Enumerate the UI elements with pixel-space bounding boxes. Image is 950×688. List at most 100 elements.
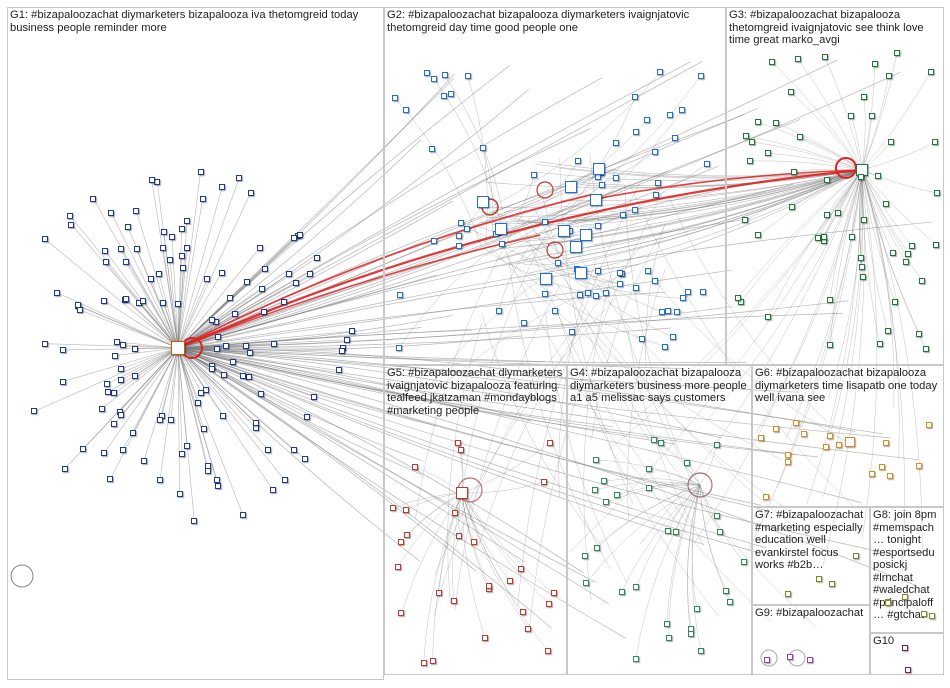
graph-node [545,648,551,654]
graph-node [68,222,74,228]
graph-node [905,667,911,673]
graph-node [230,359,236,365]
graph-node [542,291,548,297]
graph-node [198,169,204,175]
graph-node [652,278,658,284]
graph-node [118,412,124,418]
graph-node [220,413,226,419]
graph-node [670,334,676,340]
graph-node [101,450,107,456]
graph-node [404,532,410,538]
graph-node [291,235,297,241]
graph-node [816,576,822,582]
group-box-g3: G3: #bizapaloozachat bizapalooza thetomg… [726,7,944,365]
graph-node [765,314,771,320]
graph-node [652,149,658,155]
graph-node [664,621,670,627]
graph-node [209,317,215,323]
graph-node [271,341,277,347]
graph-node [632,207,638,213]
graph-node [160,245,166,251]
graph-node [132,346,138,352]
graph-node [209,366,215,372]
graph-node [580,229,592,241]
graph-node [156,271,162,277]
graph-node [824,177,830,183]
graph-node [861,217,867,223]
graph-node [569,329,575,335]
graph-node [270,487,276,493]
graph-node [520,609,526,615]
graph-node [259,286,265,292]
group-box-g6: G6: #bizapaloozachat bizapalooza diymark… [752,365,944,507]
graph-node [297,232,303,238]
graph-node [700,289,706,295]
graph-node [390,505,396,511]
graph-node [919,278,925,284]
graph-node [431,76,437,82]
graph-node [184,245,190,251]
graph-node [886,73,892,79]
graph-node [673,529,679,535]
graph-node [791,169,797,175]
graph-node [304,414,310,420]
graph-node [302,456,308,462]
graph-node [265,447,271,453]
graph-node [879,464,885,470]
graph-node [111,421,117,427]
graph-node [120,342,126,348]
graph-node [179,451,185,457]
graph-node [590,194,602,206]
graph-node [214,346,220,352]
graph-node [195,400,201,406]
graph-node [157,477,163,483]
graph-node [291,447,297,453]
graph-node [617,281,623,287]
graph-node [789,204,795,210]
graph-node [441,93,447,99]
graph-node [177,491,183,497]
graph-node [314,255,320,261]
graph-node [859,264,865,270]
graph-node [672,135,678,141]
graph-node [565,181,577,193]
graph-node [666,635,672,641]
graph-node [735,295,741,301]
graph-node [148,276,154,282]
graph-node [201,426,207,432]
graph-node [132,373,138,379]
graph-node [60,379,66,385]
group-box-g1: G1: #bizapaloozachat diymarketers bizapa… [7,7,384,680]
graph-node [665,528,671,534]
group-box-g9: G9: #bizapaloozachat [752,605,870,675]
graph-node [430,658,436,664]
graph-node [758,435,764,441]
graph-node [807,657,813,663]
graph-node [205,468,211,474]
graph-node [286,271,292,277]
graph-node [54,290,60,296]
graph-node [723,588,729,594]
graph-node [824,212,830,218]
graph-node [215,334,221,340]
graph-node [118,246,124,252]
graph-node [111,390,117,396]
graph-node [827,297,833,303]
graph-node [858,174,864,180]
graph-node [653,192,659,198]
graph-node [486,583,492,589]
graph-node [521,320,527,326]
graph-node [923,346,929,352]
graph-node [179,226,185,232]
graph-node [456,533,462,539]
graph-node [829,581,835,587]
graph-node [785,591,791,597]
graph-node [858,255,864,261]
graph-node [594,545,600,551]
graph-node [133,208,139,214]
graph-node [793,420,799,426]
graph-node [184,443,190,449]
graph-node [787,654,793,660]
graph-node [90,196,96,202]
graph-node [424,70,430,76]
